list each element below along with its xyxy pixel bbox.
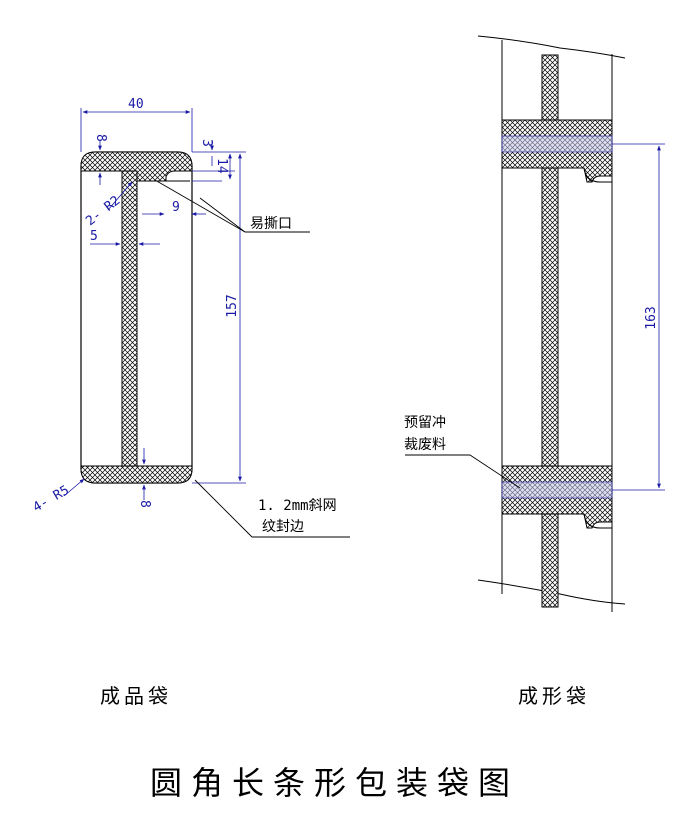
center-seal [121, 170, 138, 467]
dim-corner-r2: 2- R2 [83, 193, 123, 229]
finished-bag: 40 8 3 14 2- R2 9 5 157 8 [31, 97, 350, 538]
dim-height: 157 [225, 294, 240, 317]
dim-tear-9: 9 [172, 200, 180, 215]
dim-offset-14: 14 [214, 158, 229, 174]
dim-side-5: 5 [90, 229, 98, 244]
upper-cut-zone [501, 135, 613, 153]
drawing-title: 圆角长条形包装袋图 [150, 764, 520, 802]
dim-width: 40 [128, 97, 144, 112]
label-seal-line1: 1. 2mm斜网 [258, 498, 337, 514]
label-tear-notch: 易撕口 [250, 216, 292, 232]
label-waste-line1: 预留冲 [404, 415, 446, 431]
break-line-top [477, 35, 626, 59]
label-waste-line2: 裁废料 [404, 437, 446, 453]
dim-pitch: 163 [644, 306, 659, 329]
bottom-seal [80, 465, 193, 484]
caption-formed-bag: 成形袋 [518, 684, 590, 708]
formed-bag-strip: 163 预留冲 裁废料 [404, 35, 665, 612]
dim-offset-3: 3 [199, 139, 214, 147]
caption-finished-bag: 成品袋 [100, 684, 172, 708]
dim-corner-r5: 4- R5 [31, 483, 72, 516]
dim-bottom-seal: 8 [137, 500, 152, 508]
label-seal-line2: 纹封边 [262, 519, 304, 535]
lower-cut-zone [501, 481, 613, 499]
dim-top-seal: 8 [93, 134, 108, 142]
top-seal [80, 151, 193, 182]
